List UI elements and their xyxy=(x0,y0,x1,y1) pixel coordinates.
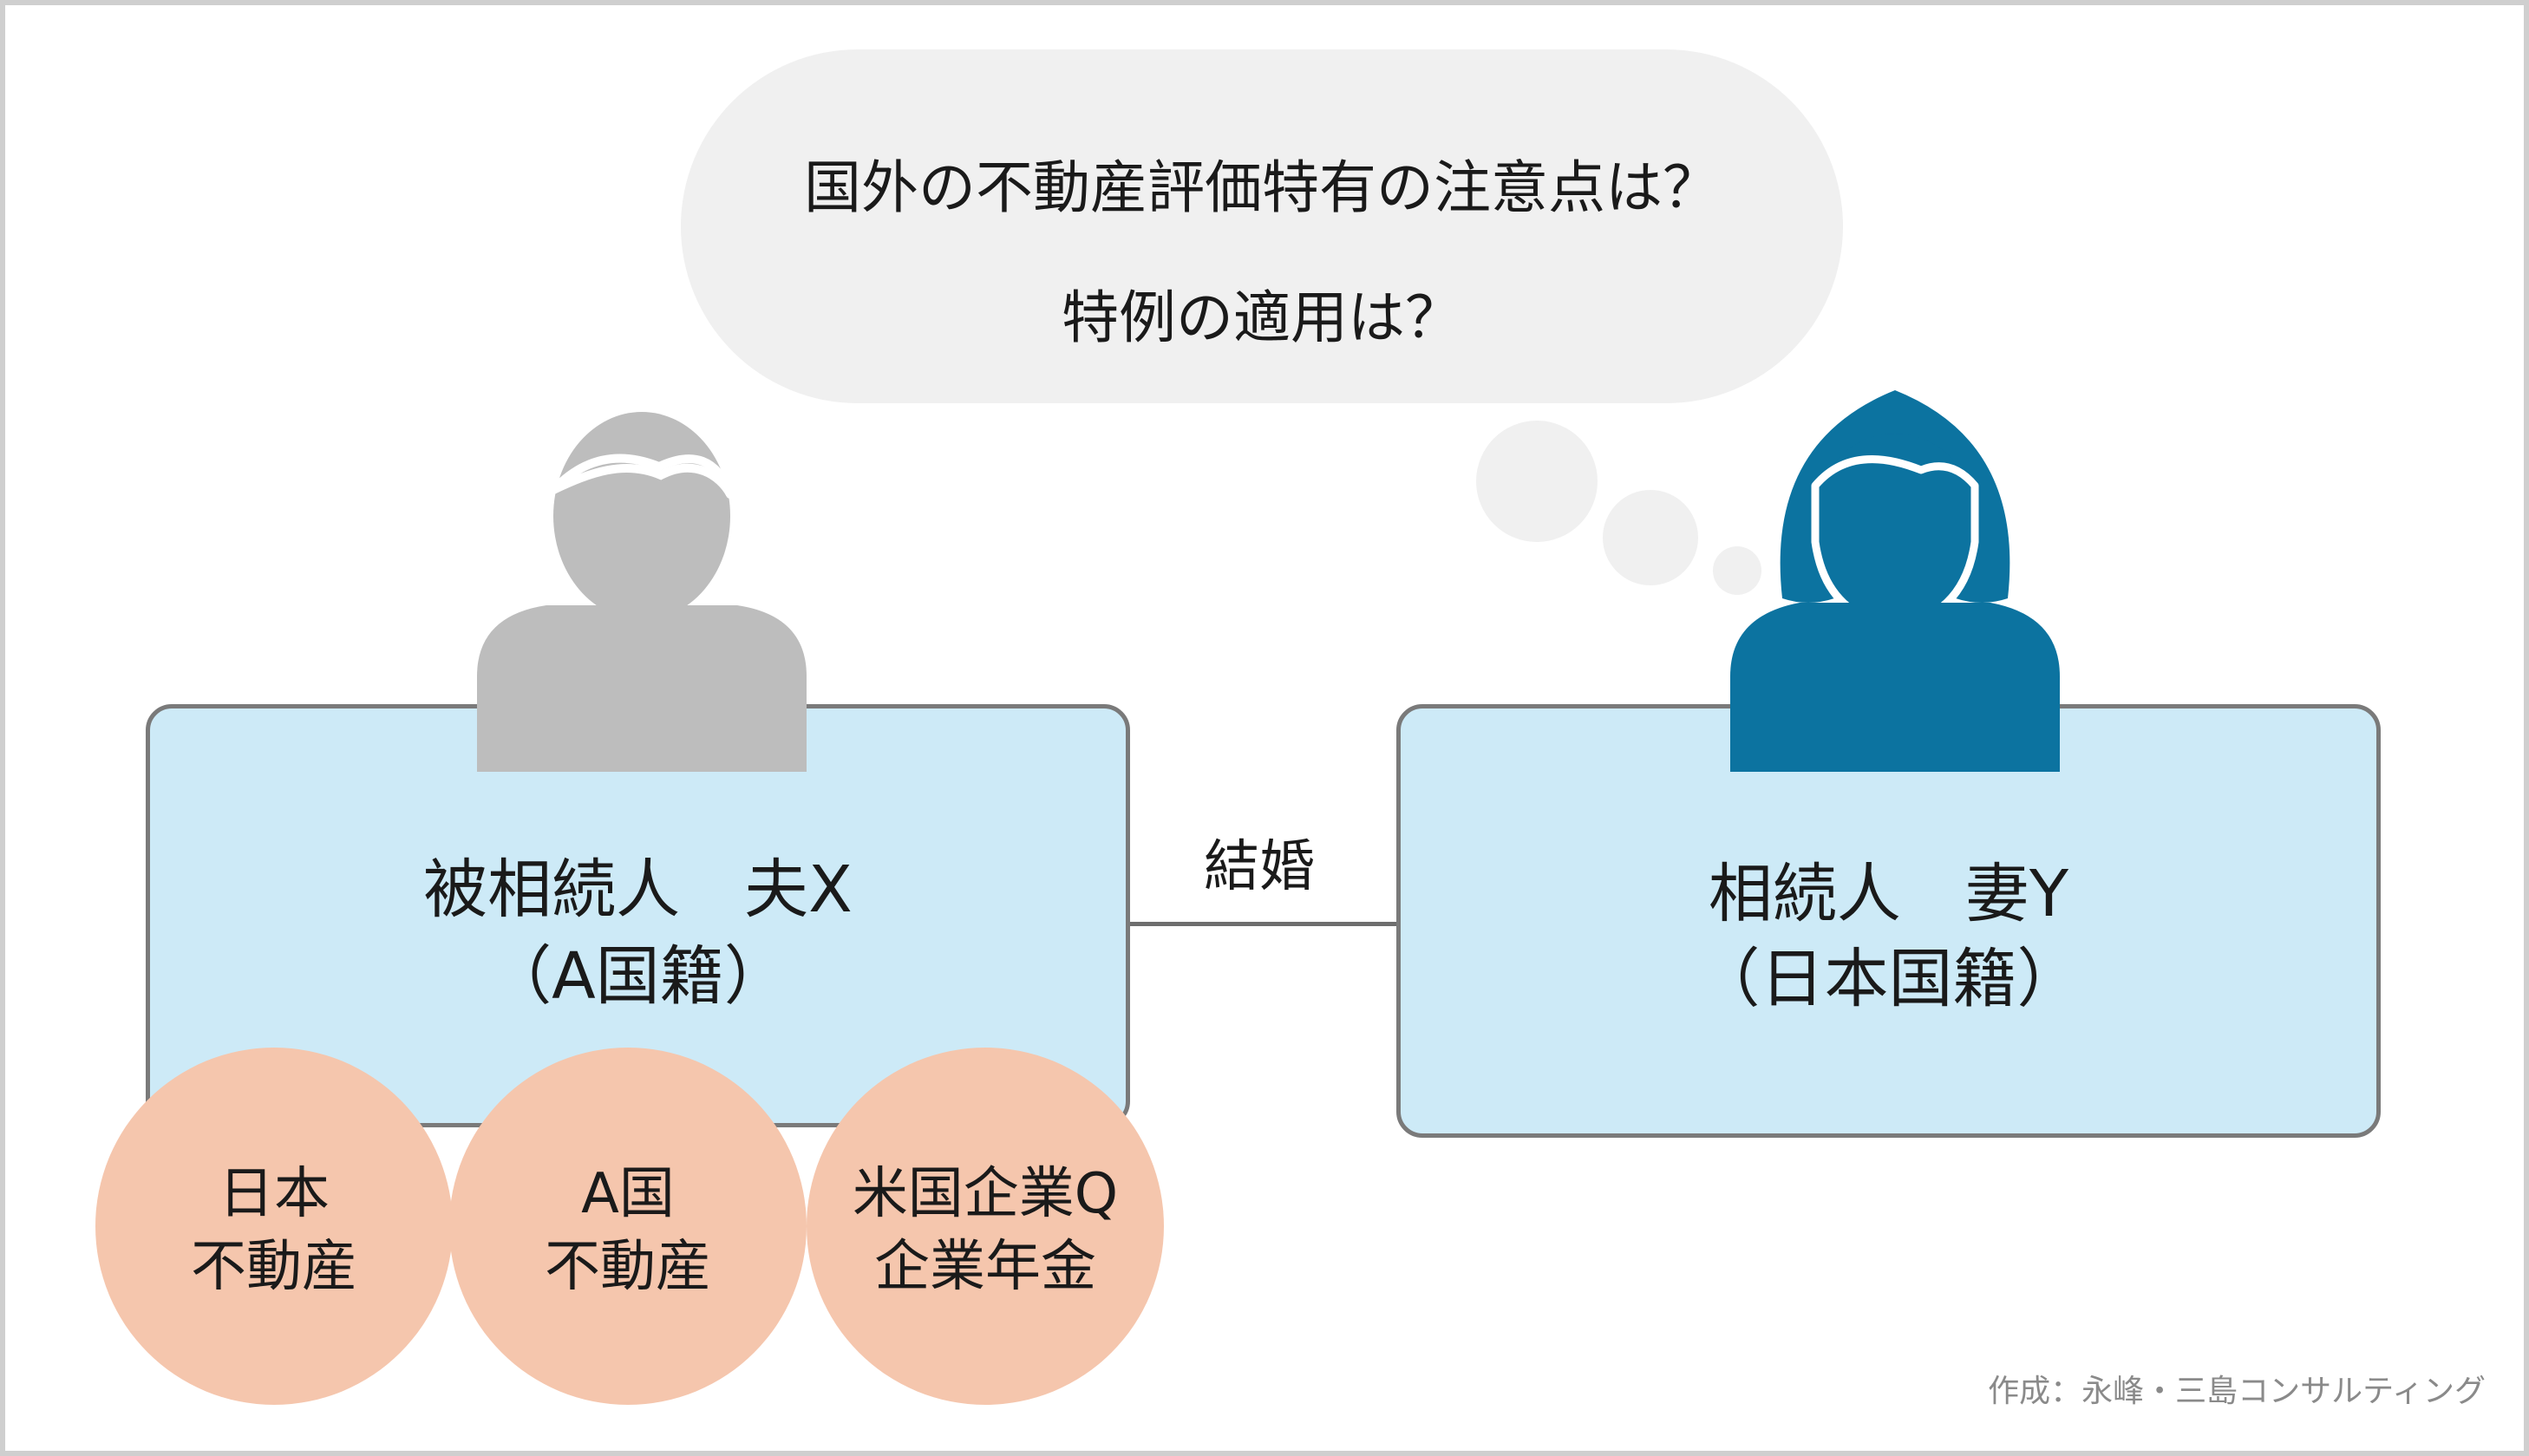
asset-line-2: 企業年金 xyxy=(874,1235,1096,1299)
question-line-2: 特例の適用は？ xyxy=(1062,284,1462,351)
asset-circle: 米国企業Q 企業年金 xyxy=(807,1048,1164,1405)
asset-line-1: 米国企業Q xyxy=(852,1162,1119,1226)
marriage-connector xyxy=(1130,922,1396,926)
asset-line-2: 不動産 xyxy=(191,1235,357,1299)
asset-circle: 日本 不動産 xyxy=(95,1048,453,1405)
man-icon xyxy=(477,412,807,772)
question-line-1: 国外の不動産評価特有の注意点は？ xyxy=(804,154,1720,221)
thought-bubble-medium xyxy=(1603,490,1698,585)
asset-circle: A国 不動産 xyxy=(449,1048,807,1405)
decedent-role: 被相続人 夫X xyxy=(423,852,853,927)
decedent-nationality: （A国籍） xyxy=(487,939,788,1014)
thought-bubble-large xyxy=(1476,421,1598,542)
marriage-label: 結婚 xyxy=(1204,835,1315,899)
heir-card: 相続人 妻Y （日本国籍） xyxy=(1396,704,2381,1138)
heir-role: 相続人 妻Y xyxy=(1708,857,2069,931)
speech-bubble: 国外の不動産評価特有の注意点は？ 特例の適用は？ xyxy=(681,49,1843,403)
woman-icon xyxy=(1730,390,2060,772)
asset-line-1: A国 xyxy=(581,1162,675,1226)
asset-line-2: 不動産 xyxy=(545,1235,711,1299)
asset-line-1: 日本 xyxy=(219,1162,330,1226)
thought-bubble-small xyxy=(1713,546,1761,595)
credit-text: 作成：永峰・三島コンサルティング xyxy=(1988,1374,2486,1409)
heir-nationality: （日本国籍） xyxy=(1696,942,2081,1016)
